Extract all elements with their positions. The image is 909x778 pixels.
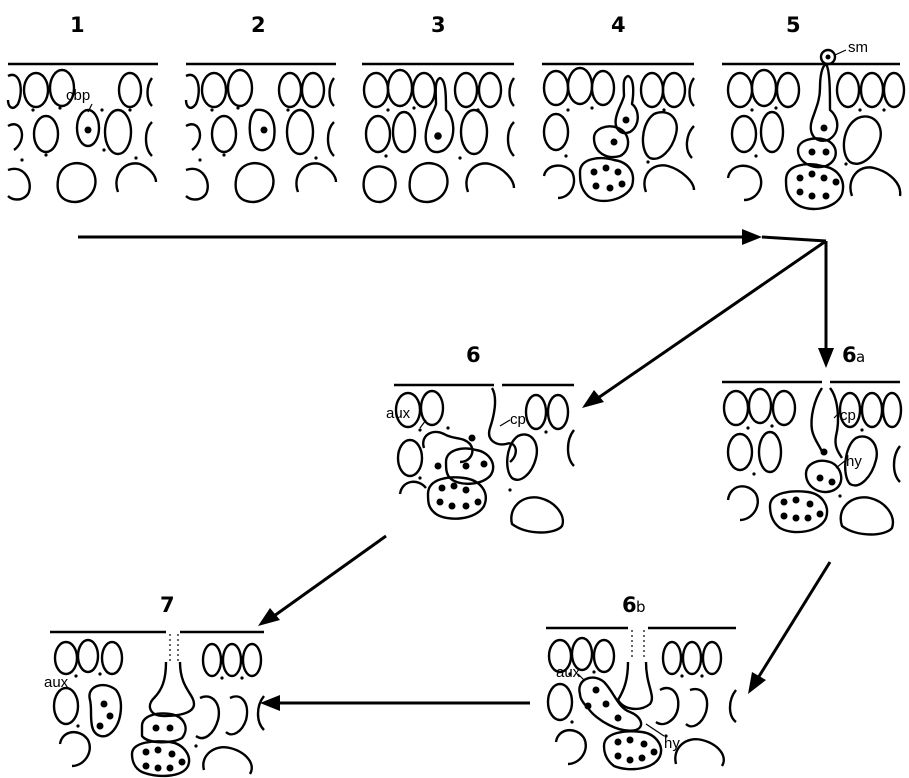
arrows	[78, 229, 834, 711]
label-hy: hy	[846, 453, 862, 470]
stage-number: 1	[70, 13, 85, 37]
stage-6a: 6 a cp hy	[722, 343, 903, 536]
stage-number: 6	[842, 343, 857, 367]
stage-number: 2	[251, 13, 266, 37]
label-aux: aux	[386, 405, 411, 422]
stage-number: 3	[431, 13, 446, 37]
label-sm: sm	[848, 39, 868, 56]
cbp-cell	[75, 108, 101, 148]
stage-number: 7	[160, 593, 175, 617]
stage-number: 6	[622, 593, 637, 617]
stage-4: 4	[542, 13, 696, 203]
stage-1: 1 cbp	[6, 13, 158, 204]
label-cp: cp	[510, 411, 526, 428]
stage-5: 5 sm	[722, 13, 906, 211]
stage-6: 6 aux cp	[386, 343, 575, 534]
stage-6b: 6 b aux hy	[546, 593, 737, 771]
label-cbp: cbp	[66, 87, 90, 104]
label-cp: cp	[840, 407, 856, 424]
stage-number: 5	[786, 13, 801, 37]
stage-number: 6	[466, 343, 481, 367]
label-hy: hy	[664, 735, 680, 752]
stage-subscript: b	[636, 598, 646, 616]
stage-7: 7 aux	[44, 593, 265, 778]
stage-3: 3	[362, 13, 516, 204]
stage-number: 4	[611, 13, 626, 37]
stage-subscript: a	[856, 348, 865, 366]
label-aux: aux	[44, 674, 69, 691]
label-aux: aux	[556, 664, 581, 681]
stage-2: 2	[184, 13, 338, 204]
